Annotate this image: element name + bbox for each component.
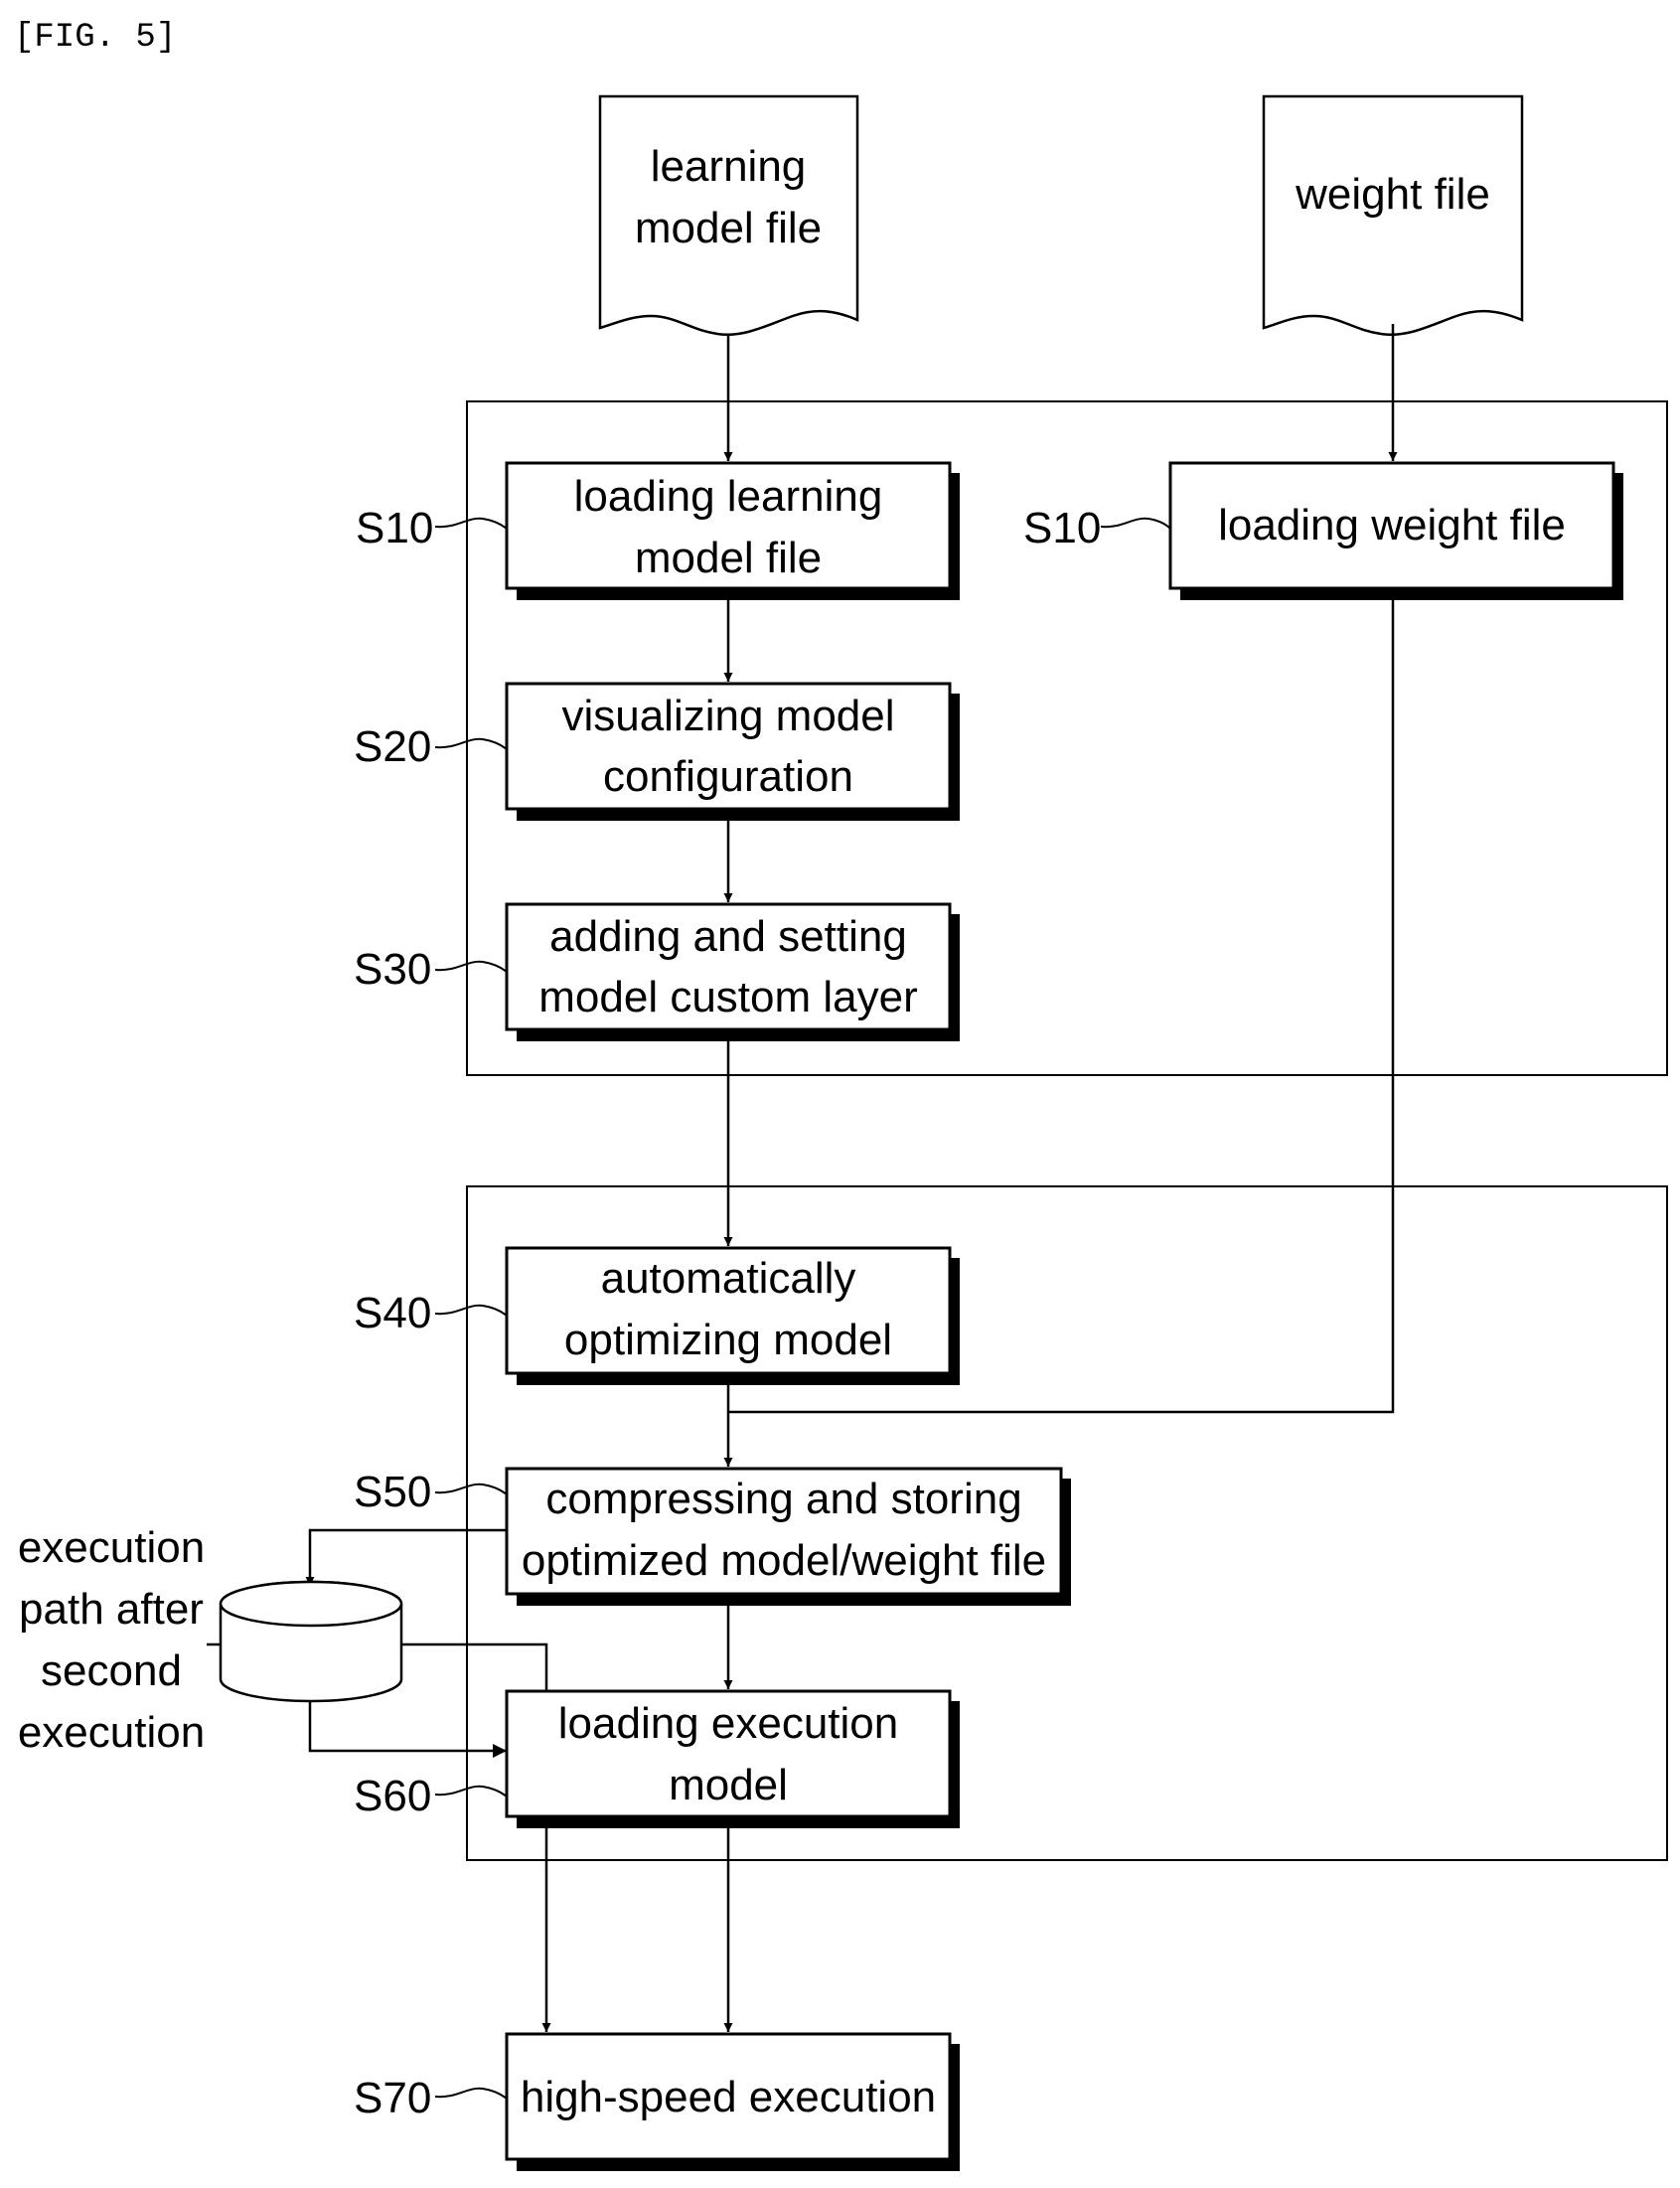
step-box-s50: compressing and storing optimized model/…	[507, 1469, 1071, 1606]
step-label-s30: S30	[354, 945, 431, 994]
step-label-s60: S60	[354, 1772, 431, 1820]
leader-s10-model	[435, 519, 507, 529]
step-box-s10-weight: loading weight file	[1170, 463, 1623, 600]
step-label-s70: S70	[354, 2074, 431, 2122]
s10-model-line-1: loading learning	[574, 472, 883, 521]
step-label-s10-model: S10	[356, 504, 433, 552]
s30-line-1: adding and setting	[549, 912, 907, 961]
side-note-execution-path: execution path after second execution	[18, 1523, 205, 1757]
storage-cylinder	[221, 1582, 401, 1701]
s50-line-1: compressing and storing	[545, 1475, 1021, 1523]
s70-text: high-speed execution	[521, 2073, 936, 2121]
s50-line-2: optimized model/weight file	[522, 1536, 1046, 1585]
leader-s20	[435, 739, 507, 749]
step-label-s10-weight: S10	[1023, 504, 1101, 552]
s10-weight-text: loading weight file	[1218, 501, 1566, 549]
step-label-s20: S20	[354, 722, 431, 771]
step-label-s40: S40	[354, 1289, 431, 1337]
step-box-s10-model: loading learning model file	[507, 463, 960, 600]
step-box-s20: visualizing model configuration	[507, 684, 960, 821]
s40-line-1: automatically	[601, 1254, 856, 1303]
learning-model-file-line-2: model file	[635, 204, 822, 252]
leader-s60	[435, 1787, 507, 1797]
s20-line-2: configuration	[603, 752, 853, 801]
side-note-line-3: second	[41, 1646, 182, 1695]
leader-s10-weight	[1101, 519, 1170, 529]
s40-line-2: optimizing model	[564, 1316, 892, 1364]
s30-line-2: model custom layer	[538, 973, 917, 1021]
side-note-line-2: path after	[19, 1585, 204, 1634]
leader-s30	[435, 962, 507, 972]
step-box-s30: adding and setting model custom layer	[507, 904, 960, 1041]
step-label-s50: S50	[354, 1468, 431, 1516]
step-box-s70: high-speed execution	[507, 2034, 960, 2171]
arrow-s50-to-storage	[310, 1530, 507, 1586]
document-weight-file: weight file	[1264, 96, 1522, 335]
step-box-s60: loading execution model	[507, 1691, 960, 1828]
weight-file-text: weight file	[1295, 170, 1490, 219]
s20-line-1: visualizing model	[561, 692, 894, 740]
side-note-line-1: execution	[18, 1523, 205, 1572]
leader-s40	[435, 1306, 507, 1316]
s10-model-line-2: model file	[635, 534, 822, 582]
arrow-storage-to-s60	[310, 1699, 507, 1751]
leader-s50	[435, 1485, 507, 1494]
document-learning-model-file: learning model file	[600, 96, 857, 335]
leader-s70	[435, 2089, 507, 2099]
side-note-line-4: execution	[18, 1708, 205, 1757]
learning-model-file-line-1: learning	[651, 142, 807, 191]
step-box-s40: automatically optimizing model	[507, 1248, 960, 1385]
s60-line-1: loading execution	[558, 1699, 898, 1748]
figure-label: [FIG. 5]	[14, 19, 176, 57]
arrow-second-execution-path	[207, 1644, 546, 2032]
s60-line-2: model	[669, 1761, 788, 1809]
